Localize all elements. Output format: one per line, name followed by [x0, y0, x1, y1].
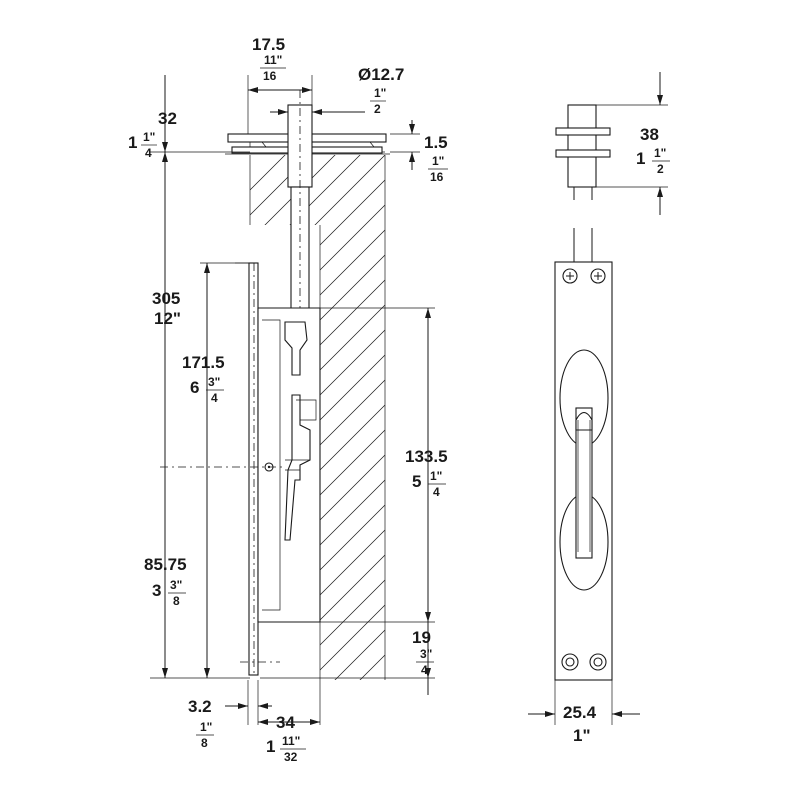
dim-upper-height-in-den: 4 [211, 391, 218, 405]
dim-total-height-mm: 305 [152, 289, 180, 308]
dim-plate-offset-in-den: 4 [145, 146, 152, 160]
dim-top-width-mm: 17.5 [252, 35, 285, 54]
dim-plate-width-in: 1" [573, 726, 591, 745]
bottom-hole-right-icon [589, 653, 607, 671]
dim-bolt-head-in-num: 1" [654, 146, 666, 160]
dim-slot-height-mm: 133.5 [405, 447, 448, 466]
dim-plate-offset-mm: 32 [158, 109, 177, 128]
dim-lower-height-in-den: 8 [173, 594, 180, 608]
top-screw-left-icon [562, 268, 578, 284]
dim-plate-thickness-mm: 1.5 [424, 133, 448, 152]
dim-rod-diameter-in-num: 1" [374, 86, 386, 100]
dim-bolt-head-in-whole: 1 [636, 149, 645, 168]
front-view [528, 72, 668, 725]
dim-upper-height-in-whole: 6 [190, 378, 199, 397]
dim-bolt-head-mm: 38 [640, 125, 659, 144]
dim-slot-bottom-in-den: 4 [421, 663, 428, 677]
dim-body-depth-mm: 34 [276, 713, 295, 732]
dim-upper-height-mm: 171.5 [182, 353, 225, 372]
dim-face-thickness-in-num: 1" [200, 720, 212, 734]
dim-slot-height-in-whole: 5 [412, 472, 421, 491]
dim-plate-thickness-in-num: 1" [432, 154, 444, 168]
bolt-head [567, 104, 597, 188]
lever-handle [575, 407, 593, 559]
dim-lower-height-mm: 85.75 [144, 555, 187, 574]
dim-plate-thickness-in-den: 16 [430, 170, 444, 184]
dim-body-depth-in-den: 32 [284, 750, 298, 764]
dim-slot-bottom-in-num: 3" [420, 647, 432, 661]
dim-top-width-in-den: 16 [263, 69, 277, 83]
dim-slot-height-in-num: 1" [430, 469, 442, 483]
dim-slot-height-in-den: 4 [433, 485, 440, 499]
dim-body-depth-in-num: 11" [282, 734, 300, 748]
dim-lower-height-in-num: 3" [170, 578, 182, 592]
dim-slot-bottom-mm: 19 [412, 628, 431, 647]
dim-face-thickness-mm: 3.2 [188, 697, 212, 716]
dim-rod-diameter-mm: Ø12.7 [358, 65, 404, 84]
dim-top-width-in-num: 11" [264, 53, 282, 67]
dim-plate-width-mm: 25.4 [563, 703, 597, 722]
face-plate [248, 262, 259, 676]
dim-total-height-in: 12" [154, 309, 181, 328]
dim-upper-height-in-num: 3" [208, 375, 220, 389]
dim-plate-offset-in-whole: 1 [128, 133, 137, 152]
top-screw-right-icon [590, 268, 606, 284]
dim-body-depth-in-whole: 1 [266, 737, 275, 756]
bottom-hole-left-icon [561, 653, 579, 671]
dim-lower-height-in-whole: 3 [152, 581, 161, 600]
dim-rod-diameter-in-den: 2 [374, 102, 381, 116]
dim-bolt-head-in-den: 2 [657, 162, 664, 176]
side-view [150, 75, 435, 725]
dim-face-thickness-in-den: 8 [201, 736, 208, 750]
dim-plate-offset-in-num: 1" [143, 130, 155, 144]
